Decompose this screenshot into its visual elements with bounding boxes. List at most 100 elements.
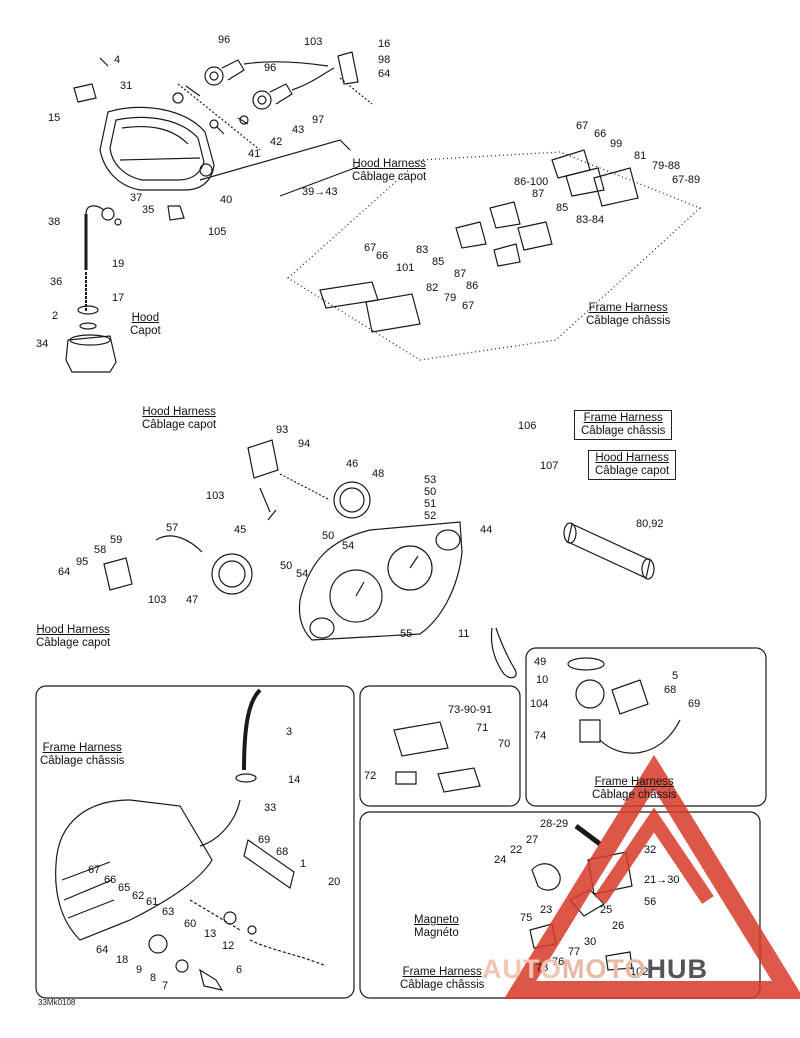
part-number: 49 <box>534 656 547 668</box>
part-number: 78 <box>536 962 549 974</box>
part-number: 1 <box>300 858 307 870</box>
part-number: 105 <box>208 226 227 238</box>
part-number: 64 <box>378 68 391 80</box>
part-number: 77 <box>568 946 581 958</box>
part-number: 13 <box>204 928 217 940</box>
part-number: 103 <box>304 36 323 48</box>
part-number: 38 <box>48 216 61 228</box>
part-number: 71 <box>476 722 489 734</box>
part-number: 39→43 <box>302 186 338 198</box>
part-number: 43 <box>292 124 305 136</box>
part-number: 58 <box>94 544 107 556</box>
part-number: 63 <box>162 906 175 918</box>
part-number: 98 <box>378 54 391 66</box>
part-number: 6 <box>236 964 243 976</box>
part-number: 72 <box>364 770 377 782</box>
part-number: 8 <box>150 972 157 984</box>
watermark-logo <box>503 754 800 999</box>
part-number: 11 <box>458 628 470 640</box>
part-number: 67 <box>576 120 589 132</box>
part-number: 16 <box>378 38 391 50</box>
part-number: 12 <box>222 940 235 952</box>
part-number: 27 <box>526 834 539 846</box>
part-number: 56 <box>644 896 657 908</box>
part-number: 64 <box>96 944 109 956</box>
part-number: 99 <box>610 138 623 150</box>
part-number: 28-29 <box>540 818 569 830</box>
part-number: 103 <box>148 594 167 606</box>
part-number: 26 <box>612 920 625 932</box>
bulb-socket-left <box>204 59 245 86</box>
part-number: 80,92 <box>636 518 664 530</box>
part-number: 86 <box>466 280 479 292</box>
part-number: 23 <box>540 904 553 916</box>
part-number: 2 <box>52 310 59 322</box>
part-number: 66 <box>594 128 607 140</box>
part-number: 35 <box>142 204 155 216</box>
part-number: 83-84 <box>576 214 605 226</box>
part-number: 57 <box>166 522 179 534</box>
part-number: 61 <box>146 896 159 908</box>
part-number: 33 <box>264 802 277 814</box>
watermark-text: AUTOMOTOHUB <box>482 954 709 984</box>
part-number: 24 <box>494 854 507 866</box>
part-number: 54 <box>296 568 309 580</box>
headlamp-assembly <box>99 106 215 191</box>
part-number: 96 <box>218 34 231 46</box>
part-number: 97 <box>312 114 325 126</box>
part-number: 79-88 <box>652 160 681 172</box>
part-number: 21→30 <box>644 874 680 886</box>
part-number: 34 <box>36 338 49 350</box>
part-number: 30 <box>584 936 597 948</box>
bulb-socket-right <box>252 83 293 110</box>
part-number: 53 <box>424 474 437 486</box>
part-number: 40 <box>220 194 233 206</box>
part-number: 44 <box>480 524 493 536</box>
part-number: 9 <box>136 964 143 976</box>
part-number: 37 <box>130 192 143 204</box>
part-number: 67 <box>462 300 475 312</box>
part-number: 95 <box>76 556 89 568</box>
part-number: 54 <box>342 540 355 552</box>
part-number: 104 <box>530 698 549 710</box>
part-number: 73-90-91 <box>448 704 493 716</box>
part-number: 87 <box>454 268 467 280</box>
part-number: 83 <box>416 244 429 256</box>
part-number: 4 <box>114 54 121 66</box>
part-number: 70 <box>498 738 511 750</box>
part-number: 36 <box>50 276 63 288</box>
part-number: 101 <box>396 262 415 274</box>
part-number: 51 <box>424 498 437 510</box>
part-number: 79 <box>444 292 457 304</box>
part-number: 47 <box>186 594 199 606</box>
part-number: 7 <box>162 980 169 992</box>
part-number: 67 <box>364 242 377 254</box>
part-number: 50 <box>424 486 437 498</box>
part-number: 50 <box>322 530 335 542</box>
part-number: 81 <box>634 150 647 162</box>
part-number: 5 <box>672 670 679 682</box>
part-number: 103 <box>206 490 225 502</box>
part-number: 64 <box>58 566 71 578</box>
part-number: 96 <box>264 62 277 74</box>
figure-code: 33Mk0108 <box>38 998 76 1007</box>
part-number: 60 <box>184 918 197 930</box>
part-number: 66 <box>376 250 389 262</box>
part-number: 94 <box>298 438 311 450</box>
part-number: 22 <box>510 844 523 856</box>
part-number: 67-89 <box>672 174 701 186</box>
part-number: 55 <box>400 628 413 640</box>
part-number: 17 <box>112 292 125 304</box>
part-number: 59 <box>110 534 123 546</box>
part-number: 106 <box>518 420 537 432</box>
part-number: 66 <box>104 874 117 886</box>
part-number: 75 <box>520 912 533 924</box>
